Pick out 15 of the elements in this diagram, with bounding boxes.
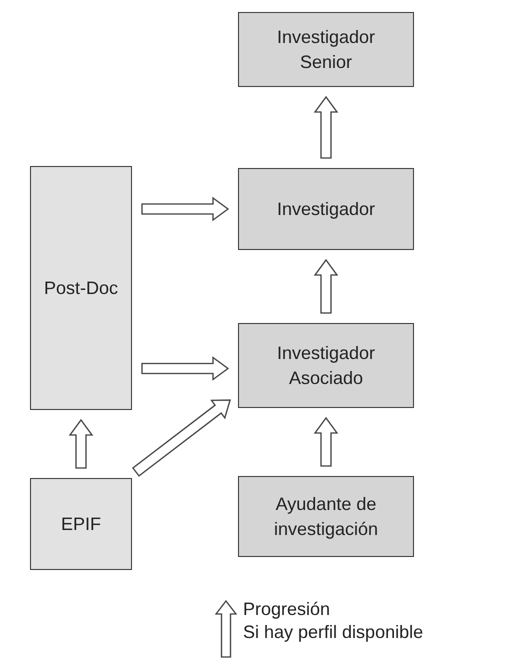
block-arrow xyxy=(68,418,94,469)
block-arrow xyxy=(314,416,338,467)
block-arrow xyxy=(314,258,338,314)
legend-text: Progresión xyxy=(243,598,332,621)
block-arrow xyxy=(314,96,338,159)
note-text: Si hay perfil disponible xyxy=(243,621,424,644)
block-arrow xyxy=(141,356,230,381)
role-box: EPIF xyxy=(30,478,132,570)
role-box: Ayudante de investigación xyxy=(238,476,414,557)
block-arrow xyxy=(132,399,231,477)
role-box: Investigador Asociado xyxy=(238,323,414,408)
block-arrow xyxy=(141,196,230,222)
role-box: Investigador xyxy=(238,168,414,250)
role-box: Investigador Senior xyxy=(238,12,414,87)
role-box: Post-Doc xyxy=(30,166,132,410)
